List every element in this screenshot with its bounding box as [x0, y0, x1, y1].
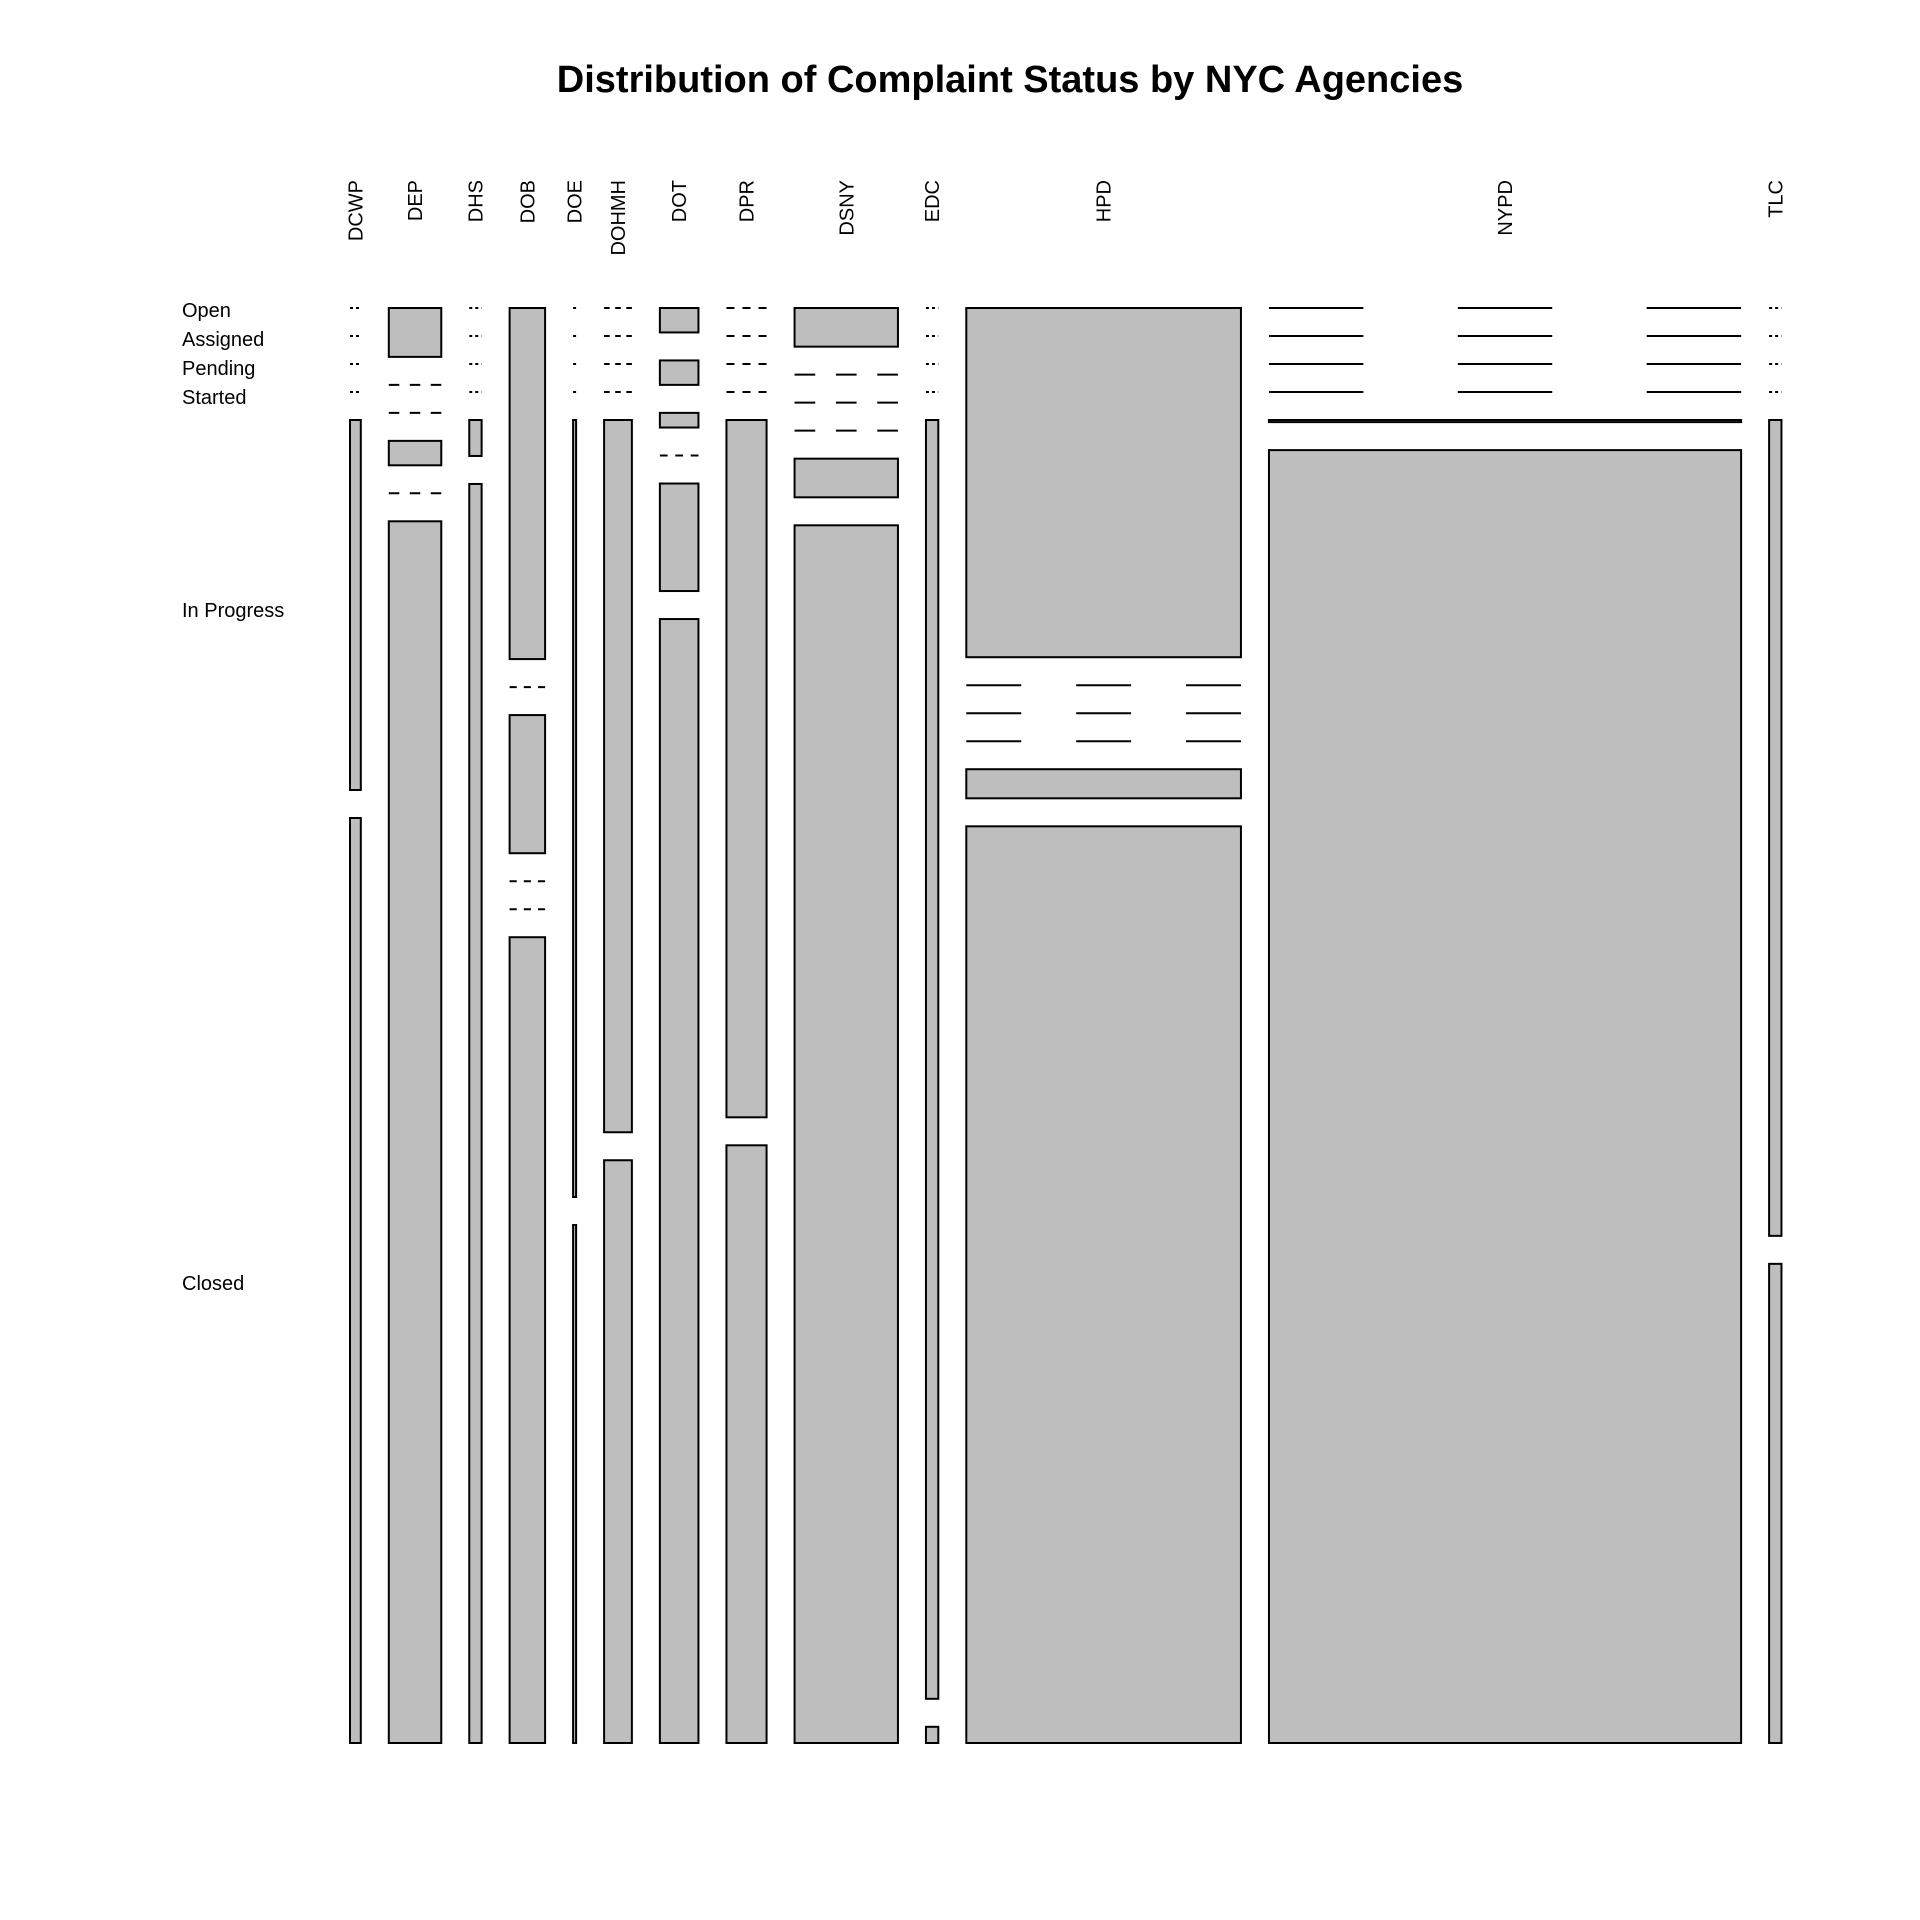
agency-labels: DCWP DEP DHS DOB DOE DOHMH DOT DPR DSNY EDC HPD NYP… [345, 180, 1787, 256]
tile-tlc-closed [1768, 1262, 1783, 1744]
tile-dsny-in-progress [793, 457, 899, 499]
tile-hpd-closed [965, 825, 1242, 1744]
tile-edc-in-progress [924, 419, 940, 1700]
agency-label-tlc: TLC [1765, 180, 1787, 218]
tile-dpr-in-progress [725, 419, 768, 1119]
tile-dot-in-progress [658, 482, 700, 593]
tile-dsny-open [793, 307, 899, 348]
tile-dep-open [387, 307, 443, 358]
tile-nypd-closed [1267, 449, 1743, 1745]
tile-dcwp-closed [349, 817, 362, 1744]
tile-dob-open [508, 307, 547, 661]
tile-nypd-in-progress [1267, 419, 1743, 424]
mosaic-tiles [349, 307, 1783, 1745]
tile-dot-open [658, 307, 700, 334]
agency-label-hpd: HPD [1094, 180, 1116, 222]
agency-label-dob: DOB [517, 180, 539, 223]
status-label-assigned: Assigned [182, 329, 264, 351]
tile-edc-closed [924, 1725, 940, 1744]
status-label-pending: Pending [182, 358, 255, 380]
agency-label-dep: DEP [405, 180, 427, 221]
tile-dep-started [387, 439, 443, 467]
agency-label-dot: DOT [669, 180, 691, 222]
tile-dpr-closed [725, 1144, 768, 1745]
tile-dhs-closed [468, 482, 483, 1745]
status-label-closed: Closed [182, 1273, 244, 1295]
tile-dot-pending [658, 411, 700, 429]
tile-dhs-in-progress [468, 419, 483, 457]
tile-dot-assigned [658, 359, 700, 386]
tile-dsny-closed [793, 524, 899, 1744]
tile-tlc-in-progress [1768, 419, 1783, 1237]
tile-doe-closed [572, 1224, 578, 1744]
tile-dohmh-in-progress [603, 419, 633, 1134]
tile-dohmh-closed [603, 1159, 633, 1744]
agency-label-doe: DOE [565, 180, 587, 223]
status-label-in-progress: In Progress [182, 600, 284, 622]
tile-hpd-open [965, 307, 1242, 659]
agency-label-dhs: DHS [465, 180, 487, 222]
agency-label-nypd: NYPD [1495, 180, 1517, 236]
tile-doe-in-progress [572, 419, 578, 1198]
agency-label-dpr: DPR [737, 180, 759, 222]
agency-label-edc: EDC [922, 180, 944, 222]
status-label-started: Started [182, 387, 246, 409]
tile-hpd-in-progress [965, 768, 1242, 800]
agency-label-dohmh: DOHMH [608, 180, 630, 256]
agency-label-dcwp: DCWP [345, 180, 367, 241]
tile-dot-closed [658, 618, 700, 1744]
tile-dob-pending [508, 714, 547, 855]
chart-title: Distribution of Complaint Status by NYC … [557, 59, 1463, 101]
tile-dcwp-in-progress [349, 419, 362, 791]
tile-dob-closed [508, 936, 547, 1744]
tile-dep-closed [387, 520, 443, 1744]
status-label-open: Open [182, 300, 231, 322]
agency-label-dsny: DSNY [836, 180, 858, 236]
